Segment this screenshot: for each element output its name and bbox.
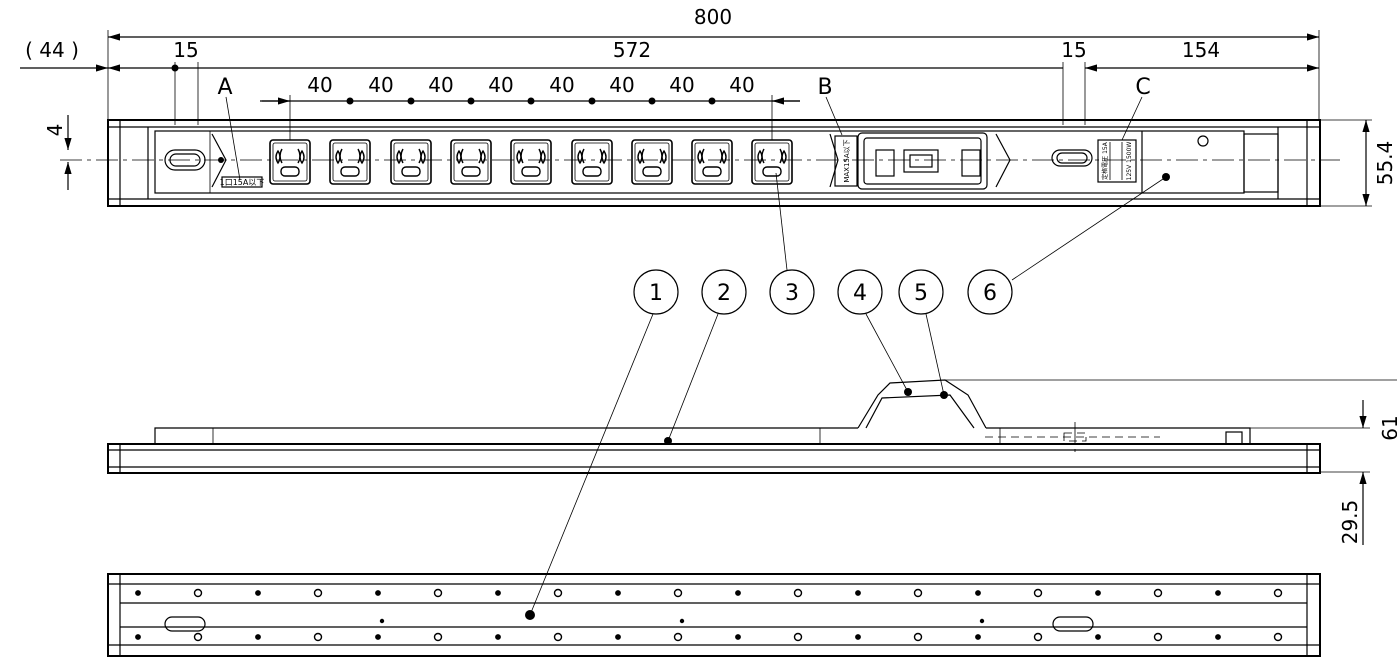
outlet xyxy=(390,139,432,185)
dimension-lines xyxy=(20,30,1397,545)
mounting-hole xyxy=(193,588,203,598)
mounting-hole xyxy=(1215,590,1221,596)
balloon-1: 1 xyxy=(649,281,663,306)
outlet xyxy=(691,139,733,185)
dim-right-margin: 15 xyxy=(1061,38,1086,62)
mounting-hole xyxy=(1095,590,1101,596)
top-view: 1口15A以下 MAX15A以下 定格電圧 15A 125V 1500W xyxy=(60,119,1340,207)
callout-b: B xyxy=(817,75,832,100)
outlet xyxy=(631,139,673,185)
pitch-dots xyxy=(171,64,716,105)
mounting-hole xyxy=(375,590,381,596)
mounting-hole xyxy=(673,588,683,598)
dim-pitch: 40 xyxy=(729,73,754,97)
letter-callouts: A B C xyxy=(217,75,1151,181)
mounting-hole xyxy=(553,632,563,642)
outlets-row xyxy=(269,139,793,185)
dim-pitch: 40 xyxy=(549,73,574,97)
outlet xyxy=(269,139,311,185)
dim-overall: 800 xyxy=(694,5,732,29)
mounting-hole xyxy=(135,590,141,596)
mounting-hole xyxy=(1095,634,1101,640)
label-c2-text: 125V 1500W xyxy=(1126,142,1133,181)
mounting-holes xyxy=(135,588,1283,642)
mounting-hole xyxy=(135,634,141,640)
dim-pitch: 40 xyxy=(669,73,694,97)
mounting-hole xyxy=(615,590,621,596)
dim-pitch: 40 xyxy=(307,73,332,97)
callout-a: A xyxy=(217,75,232,100)
mounting-hole xyxy=(379,618,385,624)
mounting-hole xyxy=(313,632,323,642)
dim-pitch: 40 xyxy=(368,73,393,97)
outlet xyxy=(450,139,492,185)
mounting-hole xyxy=(735,634,741,640)
balloon-5: 5 xyxy=(914,281,928,306)
balloon-4: 4 xyxy=(853,281,867,306)
outlet xyxy=(751,139,793,185)
mounting-hole xyxy=(735,590,741,596)
mounting-hole xyxy=(913,632,923,642)
balloon-3: 3 xyxy=(785,281,799,306)
dim-pitch-span: 572 xyxy=(613,38,651,62)
dim-pitch: 40 xyxy=(488,73,513,97)
balloon-6: 6 xyxy=(983,281,997,306)
label-b-text: MAX15A以下 xyxy=(843,139,851,182)
dim-pitch: 40 xyxy=(428,73,453,97)
mounting-hole xyxy=(855,634,861,640)
dim-height-top: 55.4 xyxy=(1373,141,1397,186)
balloon-group: 1 2 3 4 5 6 xyxy=(633,269,1013,315)
callout-c: C xyxy=(1135,75,1150,100)
mounting-hole xyxy=(313,588,323,598)
mounting-hole xyxy=(679,618,685,624)
mounting-hole xyxy=(975,634,981,640)
mounting-hole xyxy=(1033,588,1043,598)
mounting-hole xyxy=(255,590,261,596)
dim-offset-small: 4 xyxy=(43,124,67,137)
mounting-hole xyxy=(1153,632,1163,642)
mounting-hole xyxy=(1273,588,1283,598)
mounting-hole xyxy=(1153,588,1163,598)
mounting-hole xyxy=(1215,634,1221,640)
mounting-hole xyxy=(793,588,803,598)
mounting-hole xyxy=(433,632,443,642)
side-view xyxy=(107,379,1321,474)
mounting-hole xyxy=(975,590,981,596)
dim-pitch: 40 xyxy=(609,73,634,97)
mounting-hole xyxy=(193,632,203,642)
outlet xyxy=(510,139,552,185)
rating-plate-text: 1口15A以下 xyxy=(220,178,265,187)
dim-right-section: 154 xyxy=(1182,38,1220,62)
mounting-hole xyxy=(673,632,683,642)
mounting-hole xyxy=(615,634,621,640)
leader-lines xyxy=(529,172,1167,616)
mounting-hole xyxy=(255,634,261,640)
pitch-labels: 40 40 40 40 40 40 40 40 xyxy=(307,73,754,97)
dim-offset: ( 44 ) xyxy=(25,38,79,62)
balloon-2: 2 xyxy=(717,281,731,306)
mounting-hole xyxy=(495,634,501,640)
mounting-hole xyxy=(495,590,501,596)
mounting-hole xyxy=(553,588,563,598)
outlet xyxy=(571,139,613,185)
dim-height-side: 61 xyxy=(1378,415,1397,440)
mounting-hole xyxy=(913,588,923,598)
dim-height-base: 29.5 xyxy=(1338,500,1362,545)
mounting-hole xyxy=(1273,632,1283,642)
bottom-view xyxy=(107,573,1321,657)
dim-left-margin: 15 xyxy=(173,38,198,62)
mounting-hole xyxy=(855,590,861,596)
mounting-hole xyxy=(979,618,985,624)
mounting-hole xyxy=(1033,632,1043,642)
mounting-hole xyxy=(433,588,443,598)
mounting-hole xyxy=(793,632,803,642)
label-c-text: 定格電圧 15A xyxy=(1101,141,1109,180)
mounting-hole xyxy=(375,634,381,640)
outlet xyxy=(329,139,371,185)
